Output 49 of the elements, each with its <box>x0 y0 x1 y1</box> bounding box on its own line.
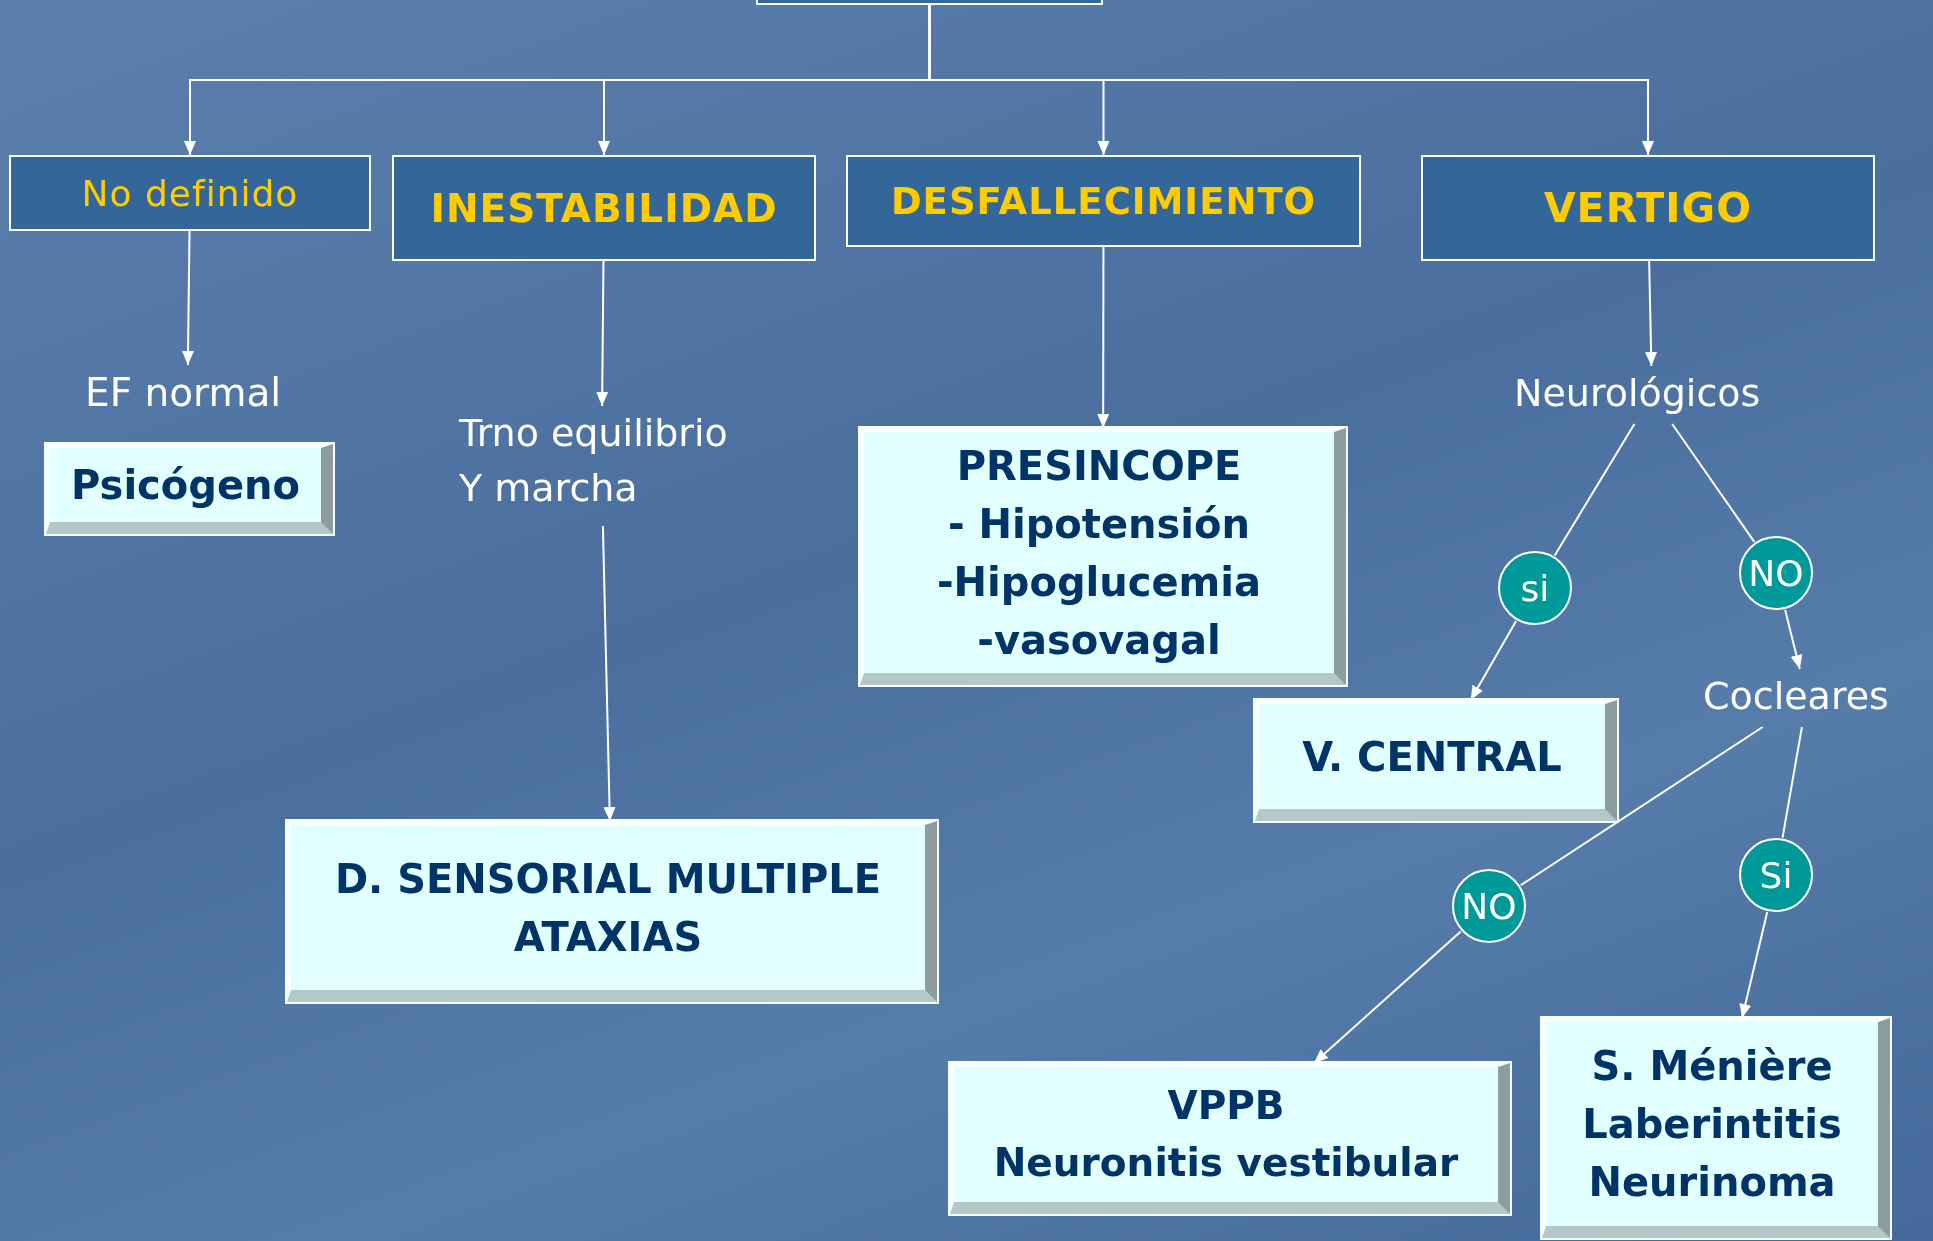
connector-line <box>1553 423 1636 557</box>
arrow <box>601 525 616 822</box>
box-text: VPPB <box>1167 1081 1285 1130</box>
flow-text: Trno equilibrio Y marcha <box>459 406 744 526</box>
box-text: Neurinoma <box>1588 1158 1836 1207</box>
answer-circle: NO <box>1452 869 1526 943</box>
connector-line <box>1781 726 1803 839</box>
category-box <box>392 155 816 261</box>
result-box <box>860 428 1346 685</box>
result-box <box>1255 700 1617 821</box>
result-box <box>950 1063 1510 1214</box>
arrow <box>596 260 609 407</box>
flow-text: Neurológicos <box>1514 366 1790 424</box>
box-text: Psicógeno <box>70 461 300 510</box>
arrow <box>1469 619 1518 701</box>
box-text: PRESINCOPE <box>956 441 1242 491</box>
category-box <box>9 155 371 231</box>
arrow <box>928 4 1654 156</box>
connector-line <box>1519 726 1764 887</box>
category-box <box>1421 155 1875 261</box>
answer-circle: NO <box>1739 536 1813 610</box>
box-text: S. Ménière <box>1591 1042 1833 1091</box>
box-text: Laberintitis <box>1582 1100 1842 1149</box>
box-text: No definido <box>81 172 299 214</box>
box-text: V. CENTRAL <box>1302 732 1562 782</box>
result-box <box>46 444 333 534</box>
arrow <box>1784 608 1803 670</box>
answer-circle: Si <box>1739 838 1813 912</box>
arrow <box>1645 260 1658 367</box>
result-box <box>287 821 937 1002</box>
arrow <box>1739 910 1769 1019</box>
flow-text: Cocleares <box>1703 669 1911 727</box>
arrow <box>1313 930 1462 1064</box>
box-text: -vasovagal <box>977 615 1221 665</box>
box-text: D. SENSORIAL MULTIPLE <box>334 854 882 904</box>
connector-line <box>1671 423 1756 543</box>
result-box <box>1542 1018 1890 1238</box>
flow-text: EF normal <box>85 365 290 423</box>
box-text: INESTABILIDAD <box>430 185 778 231</box>
arrow <box>182 230 195 366</box>
arrow <box>1097 246 1110 429</box>
answer-circle: si <box>1498 551 1572 625</box>
box-text: - Hipotensión <box>948 499 1250 549</box>
box-text: Neuronitis vestibular <box>993 1138 1459 1187</box>
category-box <box>846 155 1361 247</box>
box-text: DESFALLECIMIENTO <box>890 179 1317 223</box>
box-text: ATAXIAS <box>513 912 703 962</box>
box-text: VERTIGO <box>1543 184 1753 232</box>
box-text: -Hipoglucemia <box>937 557 1261 607</box>
